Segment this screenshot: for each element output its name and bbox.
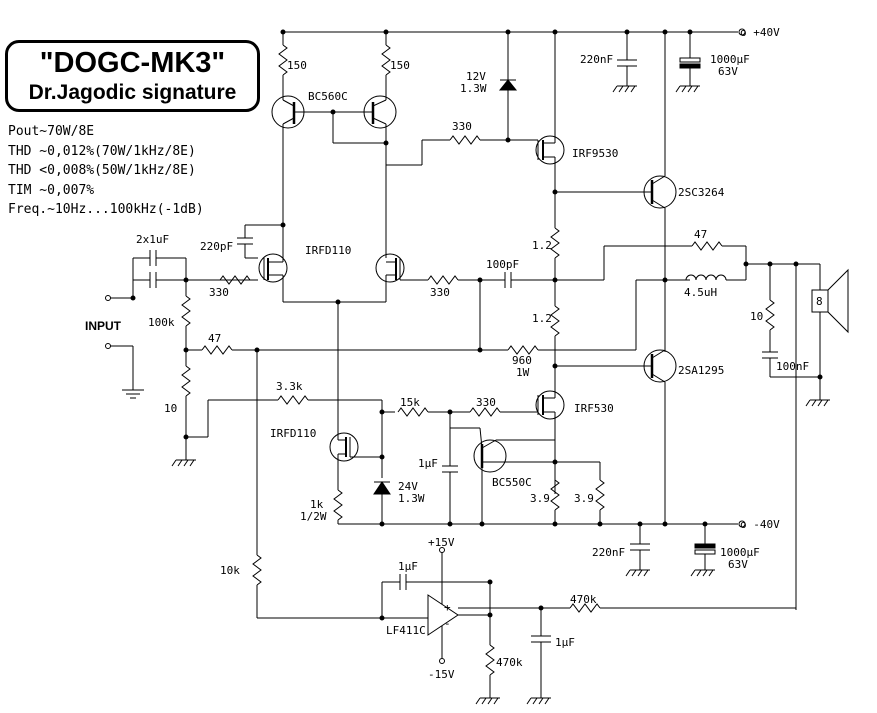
speaker-icon bbox=[811, 268, 849, 334]
label-r960: 960 bbox=[512, 354, 532, 367]
lower-driver bbox=[338, 390, 605, 527]
label-irf9530: IRF9530 bbox=[572, 147, 618, 160]
spec-line: Freq.~10Hz...100kHz(-1dB) bbox=[8, 202, 204, 218]
label-r10k: 10k bbox=[220, 564, 240, 577]
rail-label-pos40: o +40V bbox=[740, 26, 780, 39]
label-c220n-top: 220nF bbox=[580, 53, 613, 66]
label-z24w: 1.3W bbox=[398, 492, 425, 505]
label-irfd110-bot: IRFD110 bbox=[270, 427, 316, 440]
label-c1uf-int: 1µF bbox=[398, 560, 418, 573]
label-c100nf: 100nF bbox=[776, 360, 809, 373]
label-c1uf-mid: 1µF bbox=[418, 457, 438, 470]
input-network bbox=[105, 250, 690, 460]
label-c220pf: 220pF bbox=[200, 240, 233, 253]
label-z24v: 24V bbox=[398, 480, 418, 493]
label-r10-out: 10 bbox=[750, 310, 763, 323]
spec-list: Pout~70W/8E THD ~0,012%(70W/1kHz/8E) THD… bbox=[8, 122, 204, 220]
label-r470k-gnd: 470k bbox=[496, 656, 523, 669]
label-r15k: 15k bbox=[400, 396, 420, 409]
label-z12w: 1.3W bbox=[460, 82, 487, 95]
label-bc560c: BC560C bbox=[308, 90, 348, 103]
label-c1000u-bot: 1000µF bbox=[720, 546, 760, 559]
label-r470k-fb: 470k bbox=[570, 593, 597, 606]
supply-capacitors bbox=[612, 29, 716, 577]
label-r330-in: 330 bbox=[209, 286, 229, 299]
current-source bbox=[329, 400, 391, 524]
page-subtitle: Dr.Jagodic signature bbox=[28, 81, 237, 104]
label-v63-top: 63V bbox=[718, 65, 738, 78]
rail-label-pos15: +15V bbox=[428, 536, 455, 549]
negative-rail bbox=[555, 520, 746, 528]
label-r1-2a: 1.2 bbox=[532, 239, 552, 252]
label-r330-mid: 330 bbox=[430, 286, 450, 299]
label-r3-3k: 3.3k bbox=[276, 380, 303, 393]
label-irfd110-top: IRFD110 bbox=[305, 244, 351, 257]
opamp-minus: - bbox=[444, 617, 451, 630]
irfd110-pair bbox=[212, 222, 555, 430]
page-title: "DOGC-MK3" bbox=[39, 47, 226, 79]
spec-line: THD ~0,012%(70W/1kHz/8E) bbox=[8, 143, 196, 159]
bias-resistors bbox=[550, 189, 690, 395]
label-c1uf-gnd: 1µF bbox=[555, 636, 575, 649]
label-v63-bot: 63V bbox=[728, 558, 748, 571]
spec-line: THD <0,008%(50W/1kHz/8E) bbox=[8, 163, 196, 179]
label-r330-bot: 330 bbox=[476, 396, 496, 409]
component-labels: o +40V o -40V +15V -15V INPUT 150 150 BC… bbox=[85, 26, 823, 681]
spec-line: Pout~70W/8E bbox=[8, 124, 95, 139]
spec-line: TIM ~0,007% bbox=[8, 182, 95, 198]
upper-driver bbox=[386, 29, 565, 228]
label-2sa1295: 2SA1295 bbox=[678, 364, 724, 377]
label-r47-out: 47 bbox=[694, 228, 707, 241]
input-label: INPUT bbox=[85, 319, 122, 333]
label-r150b: 150 bbox=[390, 59, 410, 72]
label-spk: 8 bbox=[816, 295, 823, 308]
rail-label-neg40: o -40V bbox=[740, 518, 780, 531]
label-lf411c: LF411C bbox=[386, 624, 426, 637]
label-c100pf: 100pF bbox=[486, 258, 519, 271]
rail-label-neg15: -15V bbox=[428, 668, 455, 681]
label-c1000u-top: 1000µF bbox=[710, 53, 750, 66]
label-2sc3264: 2SC3264 bbox=[678, 186, 725, 199]
label-r3-9a: 3.9 bbox=[530, 492, 550, 505]
label-z12v: 12V bbox=[466, 70, 486, 83]
title-box: "DOGC-MK3" Dr.Jagodic signature bbox=[5, 40, 260, 112]
opamp-plus: + bbox=[444, 601, 451, 614]
bc560c-mirror bbox=[271, 29, 397, 258]
label-r1-2b: 1.2 bbox=[532, 312, 552, 325]
label-r150a: 150 bbox=[287, 59, 307, 72]
label-c2x1uf: 2x1uF bbox=[136, 233, 169, 246]
dc-servo bbox=[252, 350, 796, 705]
label-r10-in: 10 bbox=[164, 402, 177, 415]
output-network bbox=[685, 241, 830, 610]
ground-symbol bbox=[122, 389, 196, 467]
label-r3-9b: 3.9 bbox=[574, 492, 594, 505]
label-r1k: 1k bbox=[310, 498, 324, 511]
label-l45uh: 4.5uH bbox=[684, 286, 717, 299]
label-r960w: 1W bbox=[516, 366, 530, 379]
label-r100k: 100k bbox=[148, 316, 175, 329]
label-bc550c: BC550C bbox=[492, 476, 532, 489]
positive-rail bbox=[283, 28, 746, 36]
output-stage bbox=[643, 29, 677, 527]
label-irf530: IRF530 bbox=[574, 402, 614, 415]
label-r47-in: 47 bbox=[208, 332, 221, 345]
label-r330-top: 330 bbox=[452, 120, 472, 133]
label-c220n-bot: 220nF bbox=[592, 546, 625, 559]
label-r1kw: 1/2W bbox=[300, 510, 327, 523]
